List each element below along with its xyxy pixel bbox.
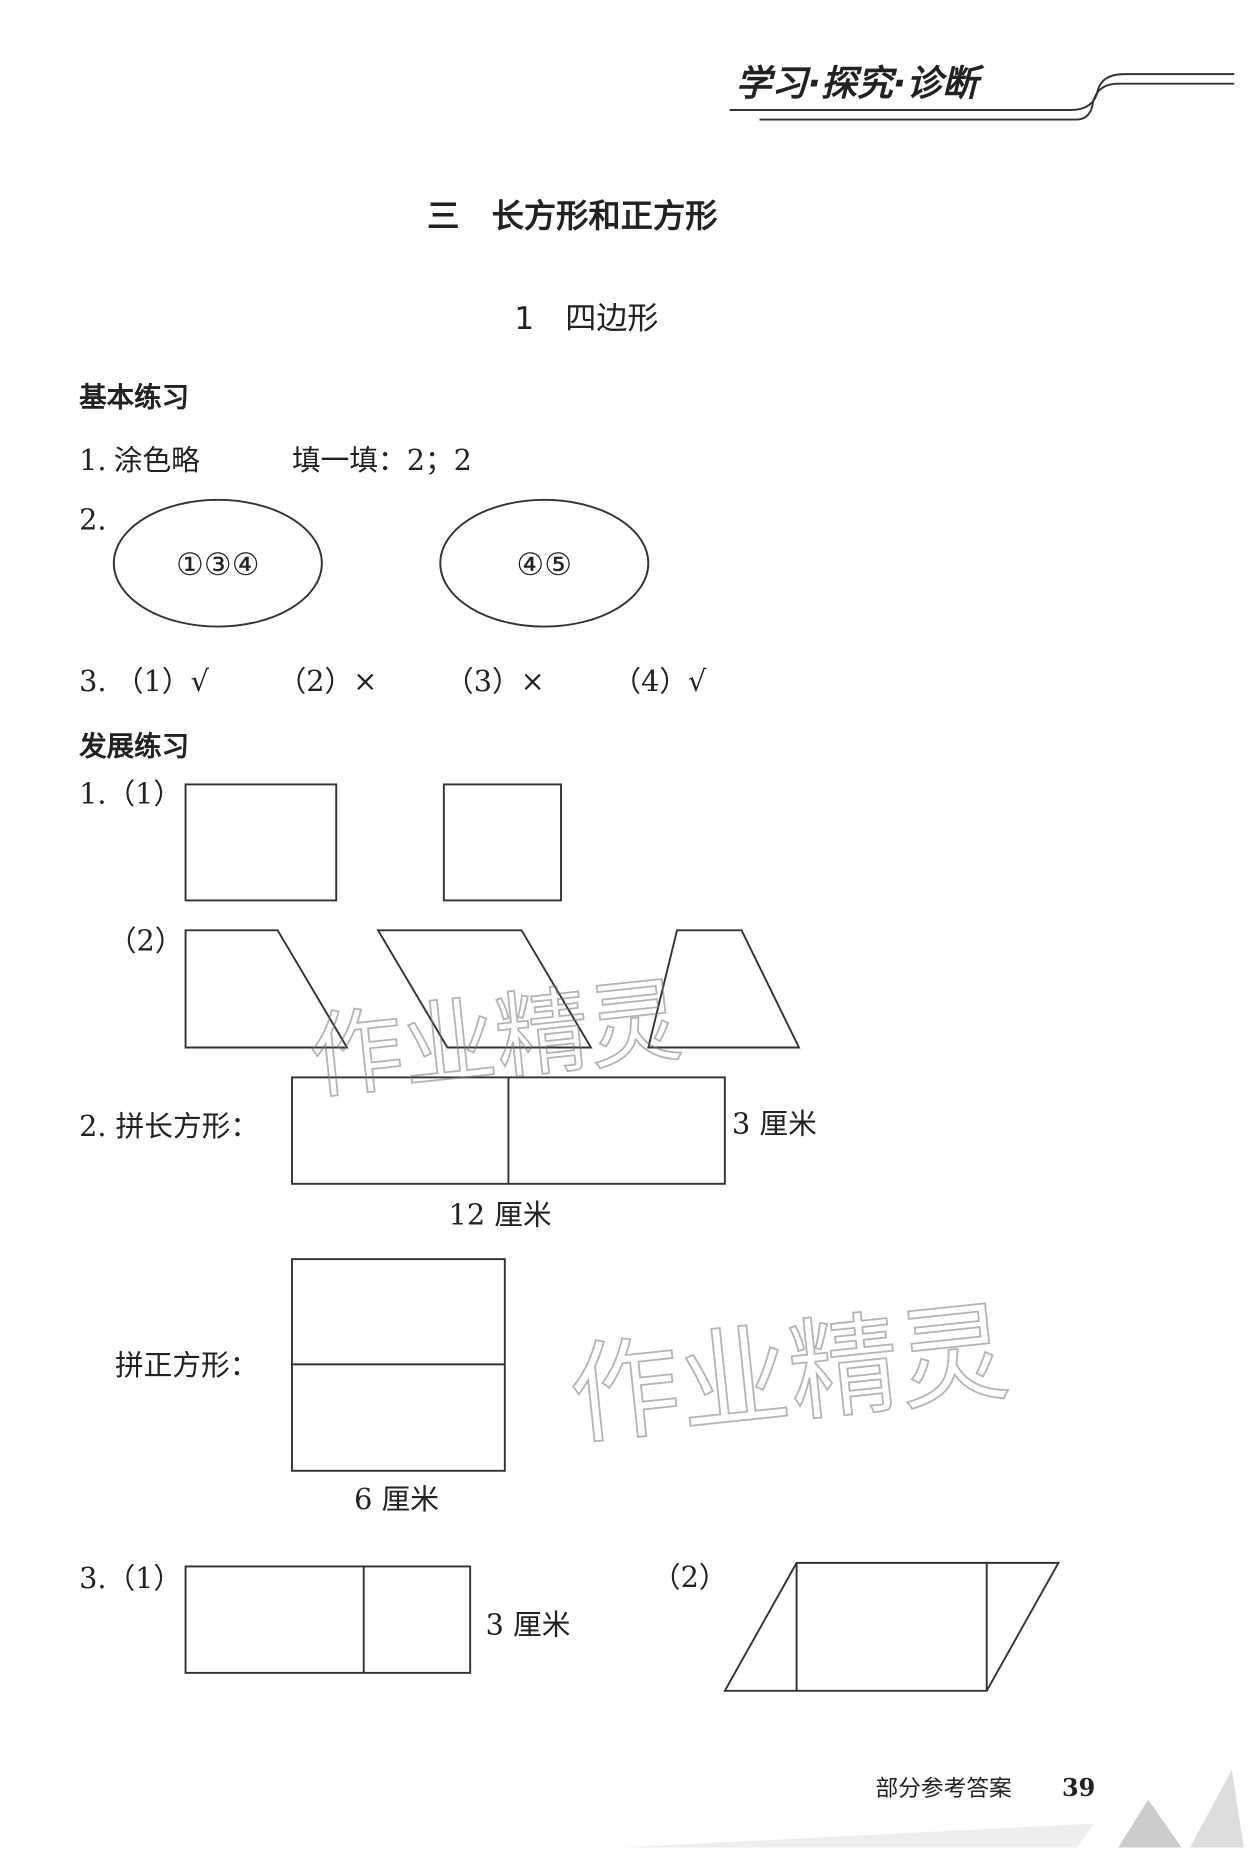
square-label: 拼正方形：: [115, 1348, 258, 1382]
trapezoid-shape: [647, 929, 801, 1049]
rectangle-shape: [184, 783, 338, 902]
cut-parallelogram: [723, 1561, 1061, 1692]
basic-q1-a: 涂色略: [114, 443, 200, 477]
basic-q2-label: 2.: [79, 503, 106, 537]
watermark-1: 作业精灵: [304, 965, 686, 1112]
basic-q3-label: 3.: [79, 664, 106, 698]
cut-rectangle: [184, 1565, 472, 1674]
rect-width-label: 12 厘米: [449, 1197, 552, 1231]
develop-q3-label: 3.（1）: [79, 1561, 182, 1595]
set-ellipse-2: [439, 498, 650, 628]
develop-q3-sub2: （2）: [652, 1560, 728, 1594]
parallelogram-shape: [376, 929, 593, 1049]
footer-decoration: [1189, 1769, 1244, 1848]
header-banner: 学习·探究·诊断: [729, 64, 1235, 121]
footer-decoration: [1118, 1799, 1182, 1848]
rect-height-label: 3 厘米: [732, 1107, 817, 1141]
trapezoid-right-angle: [184, 929, 349, 1049]
set-1-members: ①③④: [176, 547, 260, 583]
lesson-title: 1 四边形: [514, 301, 658, 337]
q3-item-1: （1）√: [115, 664, 210, 698]
footer-label: 部分参考答案: [876, 1776, 1013, 1802]
basic-heading: 基本练习: [79, 382, 189, 414]
set-ellipse-1: [112, 498, 323, 628]
page-number: 39: [1062, 1774, 1095, 1802]
q3-item-4: （4）√: [612, 664, 707, 698]
footer-decoration: [622, 1823, 1095, 1848]
basic-q1-label: 1.: [79, 443, 106, 477]
chapter-title: 三 长方形和正方形: [427, 197, 718, 235]
section-banner: 学习·探究·诊断: [736, 64, 986, 105]
develop-heading: 发展练习: [78, 731, 189, 763]
square-shape: [442, 783, 562, 902]
develop-q1-label: 1.（1）: [79, 777, 182, 811]
develop-q2-label: 2. 拼长方形：: [79, 1109, 259, 1143]
square-side-label: 6 厘米: [354, 1482, 439, 1516]
q3-item-3: （3）×: [445, 664, 545, 698]
q3-item-2: （2）×: [278, 664, 378, 698]
develop-q1-sub2: （2）: [108, 924, 184, 958]
q3-height-label: 3 厘米: [486, 1608, 571, 1642]
basic-q1-b: 填一填：2；2: [292, 443, 472, 477]
watermark-2: 作业精灵: [564, 1287, 1015, 1460]
set-2-members: ④⑤: [516, 547, 572, 583]
